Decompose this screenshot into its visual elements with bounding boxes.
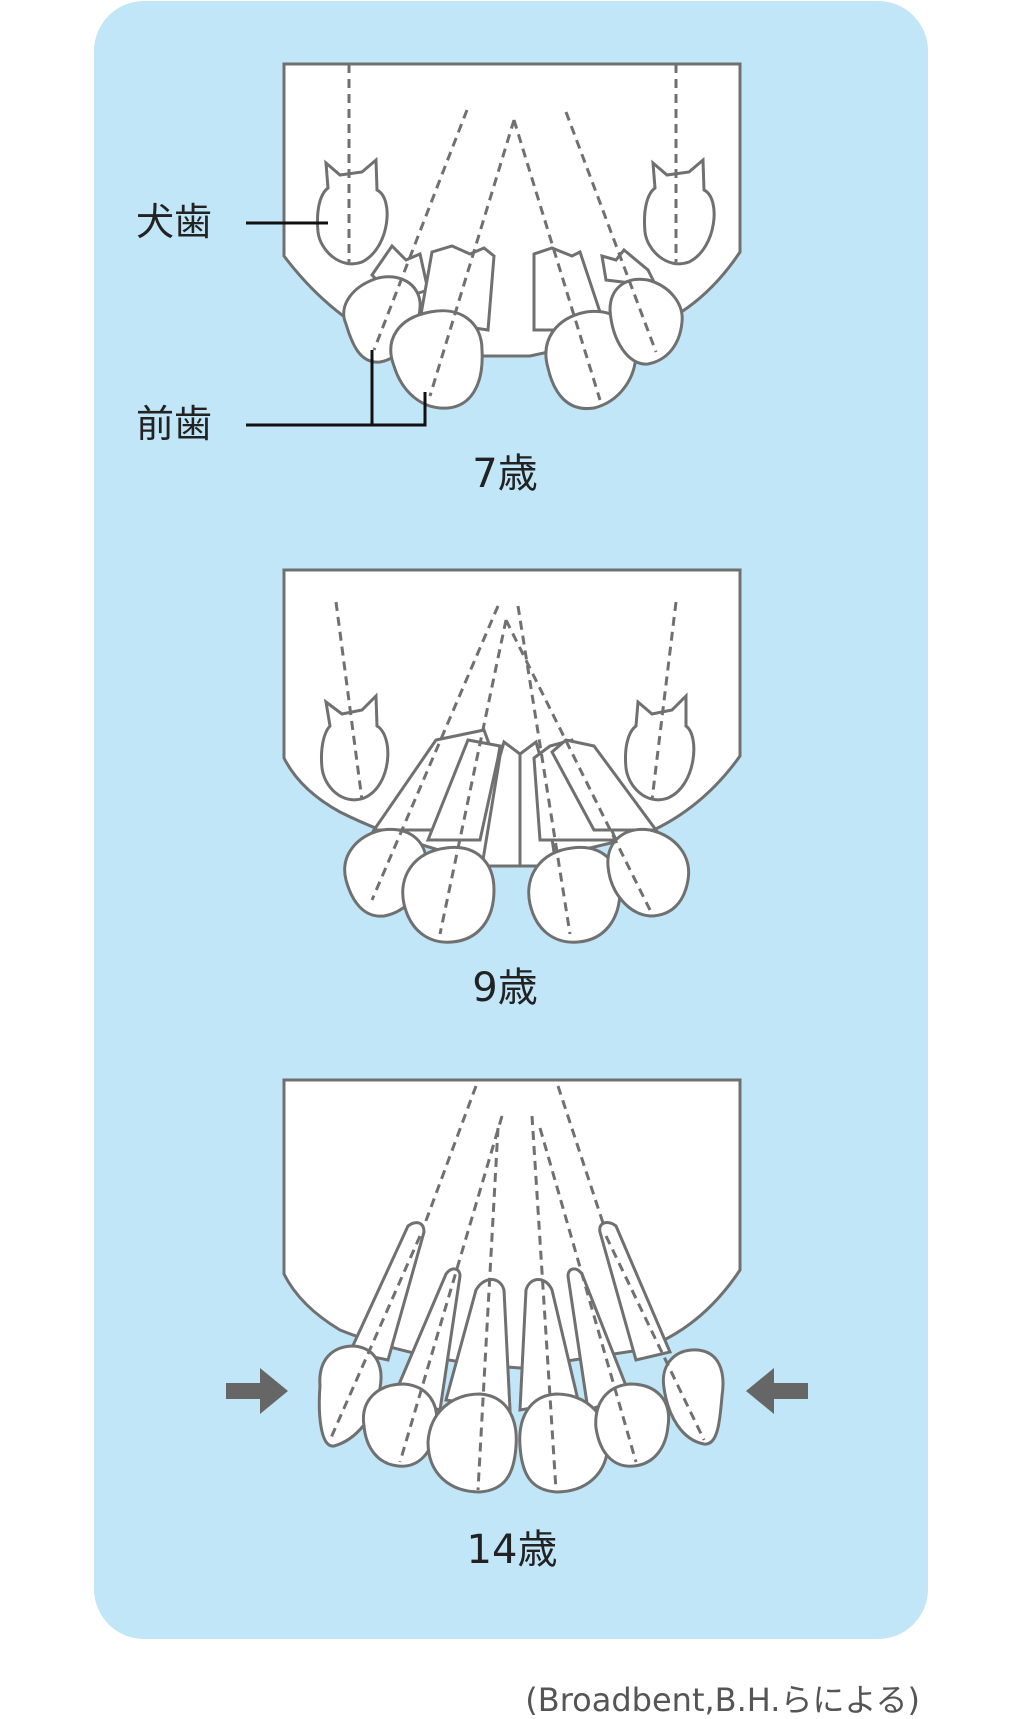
canine-left (317, 1085, 478, 1448)
arrow-right-icon (226, 1368, 288, 1414)
stage-14-jaw (282, 1078, 742, 1494)
canine-label: 犬歯 (136, 200, 213, 244)
incisor-label: 前歯 (136, 402, 213, 446)
age-label-9: 9歳 (472, 965, 538, 1011)
canine-right (643, 64, 716, 266)
age-label-7: 7歳 (472, 451, 538, 497)
stage-9-jaw (282, 568, 742, 944)
canine-right (624, 601, 696, 802)
incisor-leader (246, 350, 427, 427)
age-label-14: 14歳 (466, 1527, 558, 1573)
arrow-left-icon (746, 1368, 808, 1414)
canine-left (320, 601, 390, 802)
canine-left (316, 64, 389, 266)
stage-7-jaw (282, 62, 742, 411)
source-citation: (Broadbent,B.H.らによる) (525, 1681, 920, 1719)
canine-right (556, 1085, 725, 1446)
